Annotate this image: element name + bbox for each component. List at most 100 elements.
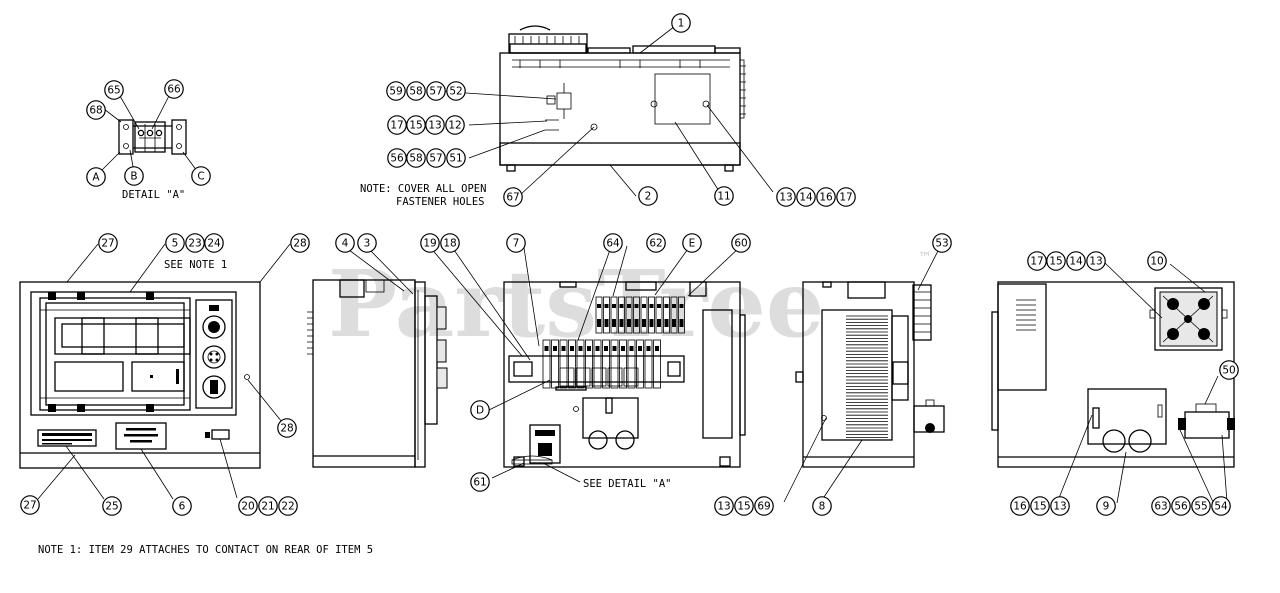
callout-side-right-1: 13 [714,496,734,516]
callout-rear-3: 13 [1086,251,1106,271]
callout-detail-a-0: 68 [86,100,106,120]
callout-top-18: 16 [816,187,836,207]
callout-rear-5: 50 [1219,360,1239,380]
callout-label: D [476,405,484,417]
callout-rear-10: 63 [1151,496,1171,516]
callout-label: 22 [281,501,294,513]
callout-label: 4 [342,238,349,250]
callout-label: 58 [409,86,422,98]
callout-label: 11 [717,191,730,203]
callout-label: 16 [1013,501,1027,513]
callout-label: 69 [757,501,770,513]
callout-interior-1: 18 [440,233,460,253]
callout-label: 63 [1154,501,1167,513]
callout-side-right-3: 69 [754,496,774,516]
callout-label: 13 [779,192,792,204]
callout-front-2: 23 [185,233,205,253]
callout-label: 28 [280,423,293,435]
front-view: SEE NOTE 1 [19,243,291,500]
callout-label: 56 [1174,501,1188,513]
callout-label: 15 [1049,256,1062,268]
watermark-text: PartsTree [328,250,824,358]
callout-label: 14 [799,192,813,204]
callout-top-9: 56 [387,148,407,168]
callout-label: 17 [390,120,403,132]
cover-note-line1: NOTE: COVER ALL OPEN [360,183,486,195]
callout-rear-0: 17 [1027,251,1047,271]
note-1: NOTE 1: ITEM 29 ATTACHES TO CONTACT ON R… [38,544,373,556]
callout-detail-a-1: 65 [104,80,124,100]
callout-front-9: 20 [238,496,258,516]
top-view: NOTE: COVER ALL OPEN FASTENER HOLES [360,22,774,208]
callout-interior-2: 7 [506,233,526,253]
callout-interior-6: 60 [731,233,751,253]
callout-side-right-4: 8 [812,496,832,516]
callout-front-10: 21 [258,496,278,516]
callout-top-6: 15 [406,115,426,135]
callout-top-1: 59 [386,81,406,101]
callout-side-right-0: 53 [932,233,952,253]
callout-label: 67 [506,192,519,204]
callout-label: 15 [737,501,750,513]
callout-top-10: 58 [406,148,426,168]
callout-label: 23 [188,238,201,250]
callout-label: 14 [1069,256,1083,268]
callout-label: 21 [261,501,274,513]
callout-interior-8: 61 [470,472,490,492]
callout-label: 13 [1053,501,1066,513]
callout-label: 1 [678,18,685,30]
callout-front-3: 24 [204,233,224,253]
callout-side-left-0: 4 [335,233,355,253]
callout-label: A [92,172,100,184]
callout-rear-4: 10 [1147,251,1167,271]
callout-detail-a-4: B [124,166,144,186]
callout-front-5: 28 [277,418,297,438]
detail-a-view: DETAIL "A" [99,93,198,201]
watermark-trademark: ™ [918,250,932,266]
callout-top-12: 51 [446,148,466,168]
callout-label: 10 [1150,256,1163,268]
callout-label: 8 [819,501,826,513]
callout-label: 58 [409,153,422,165]
callout-rear-6: 16 [1010,496,1030,516]
callout-label: 27 [101,238,114,250]
callout-front-7: 25 [102,496,122,516]
callout-label: 52 [449,86,462,98]
callout-rear-12: 55 [1191,496,1211,516]
callout-label: 13 [717,501,730,513]
callout-front-4: 28 [290,233,310,253]
callout-label: 12 [448,120,461,132]
callout-label: 56 [390,153,404,165]
side-view-right [783,246,945,503]
callout-top-14: 2 [638,186,658,206]
callout-label: 24 [207,238,221,250]
callout-label: 6 [179,501,186,513]
side-view-left [307,246,448,468]
callout-label: 28 [293,238,306,250]
callout-label: 68 [89,105,102,117]
callout-label: 9 [1103,501,1110,513]
callout-label: 2 [645,191,652,203]
callout-interior-5: E [682,233,702,253]
callout-label: 57 [429,86,442,98]
callout-label: C [197,171,204,183]
callout-label: 65 [107,85,120,97]
callout-top-8: 12 [445,115,465,135]
callout-front-1: 5 [165,233,185,253]
callout-label: 62 [649,238,662,250]
callout-rear-7: 15 [1030,496,1050,516]
callout-top-13: 67 [503,187,523,207]
callout-label: 19 [423,238,436,250]
callout-label: 16 [819,192,833,204]
callout-front-0: 27 [98,233,118,253]
callout-label: 18 [443,238,456,250]
see-detail-label: SEE DETAIL "A" [583,478,672,490]
callout-rear-11: 56 [1171,496,1191,516]
callout-label: 20 [241,501,254,513]
callout-label: 54 [1214,501,1228,513]
callout-detail-a-3: A [86,167,106,187]
callout-rear-2: 14 [1066,251,1086,271]
callout-top-17: 14 [796,187,816,207]
